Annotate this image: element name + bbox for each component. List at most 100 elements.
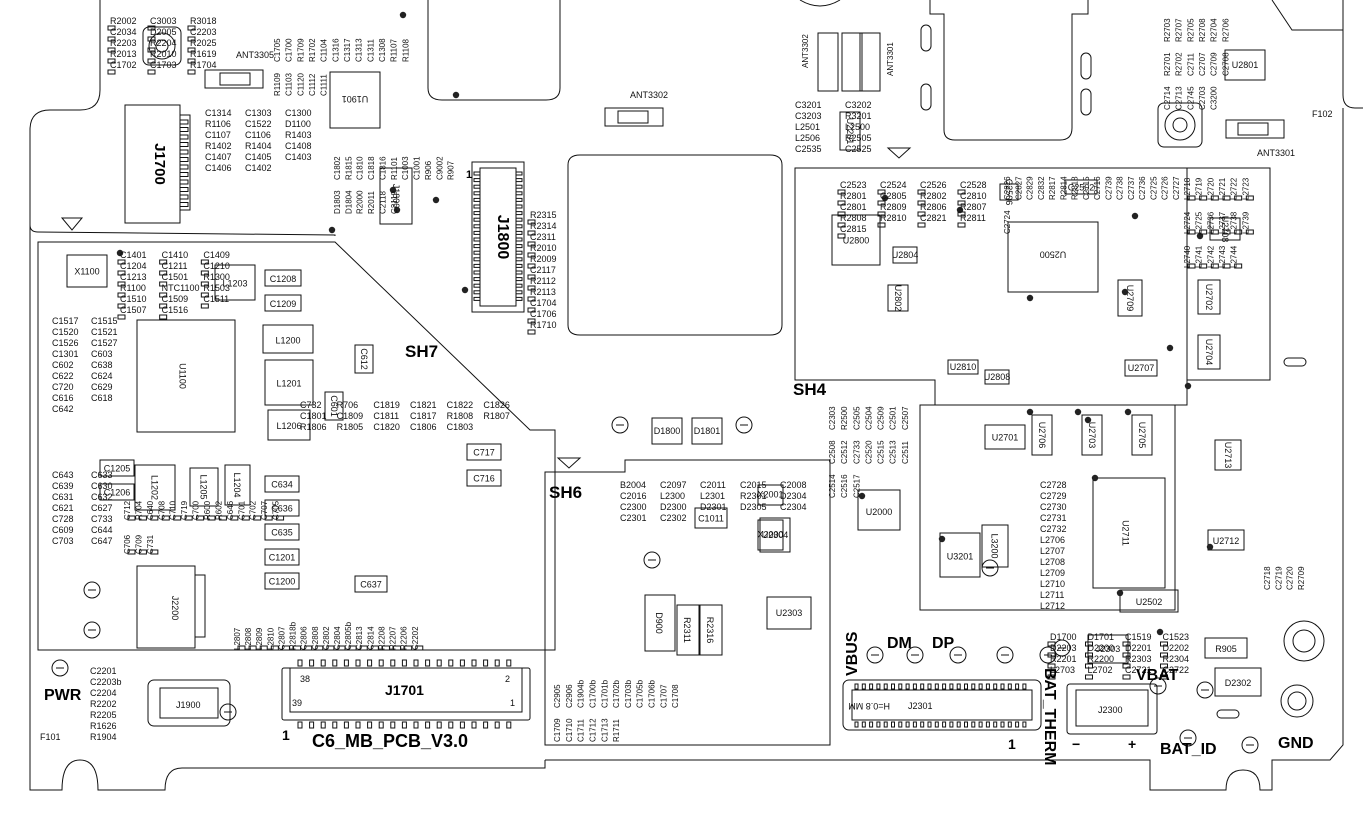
component-ref-label: R1805: [337, 422, 364, 432]
component-ref-label: C708: [157, 500, 166, 520]
component-ref-label: C2804: [333, 626, 342, 650]
component-ref-label: C1301: [52, 349, 79, 359]
component-ref-label: R2704: [1210, 18, 1219, 42]
pad-label-bat-id: BAT_ID: [1160, 741, 1217, 758]
component-ref-label: L2810: [266, 627, 275, 650]
component-ref-label: C709: [134, 534, 143, 554]
component-ref-label: L2709: [1040, 568, 1065, 578]
component-ref-label: C2722: [1163, 665, 1190, 675]
component-ref-label: C1308: [378, 38, 387, 62]
part-u2304: U2304: [759, 517, 791, 553]
component-ref-label: C2739: [1104, 176, 1113, 200]
component-ref-label: C1820: [373, 422, 400, 432]
component-ref-label: R2010: [150, 49, 177, 59]
component-ref-label: L2506: [795, 133, 820, 143]
svg-text:D1800: D1800: [654, 426, 681, 436]
part-u2707: U2707: [1124, 359, 1158, 377]
component-ref-label: C2711: [1186, 52, 1195, 76]
component-ref-label: C2829: [1026, 176, 1035, 200]
component-ref-label: C701: [237, 500, 246, 520]
component-ref-label: C1311: [366, 38, 375, 62]
component-ref-label: C728: [52, 514, 74, 524]
component-ref-label: D2202: [1163, 643, 1190, 653]
component-ref-label: C2728: [1040, 480, 1067, 490]
j2301-label: J2301: [908, 701, 933, 711]
component-ref-label: L2809: [255, 627, 264, 650]
component-ref-label: L2300: [660, 491, 685, 501]
component-ref-label: C1904b: [577, 679, 586, 708]
svg-text:U2706: U2706: [1037, 422, 1047, 449]
test-point: [51, 659, 69, 677]
test-point: [1196, 681, 1214, 699]
component-ref-label: R2807: [960, 202, 987, 212]
component-ref-label: C2505: [852, 406, 861, 430]
pin1-dot: [938, 535, 946, 543]
part-u3201: U3201: [939, 532, 981, 578]
component-ref-label: C2016: [620, 491, 647, 501]
component-ref-label: C720: [52, 382, 74, 392]
test-point: [83, 621, 101, 639]
component-ref-label: B2004: [620, 480, 646, 490]
fuse-label-f101: F101: [40, 732, 61, 742]
component-ref-label: C1509: [162, 294, 189, 304]
component-ref-label: R1404: [245, 141, 272, 151]
component-ref-label: C1106: [245, 130, 271, 140]
component-ref-label: C1316: [331, 38, 340, 62]
component-ref-label: L2500: [845, 122, 870, 132]
part-c636: C636: [264, 499, 300, 517]
test-point: [949, 646, 967, 664]
component-ref-label: C2709: [1210, 52, 1219, 76]
component-ref-label: C705: [272, 500, 281, 520]
board-outline: [29, 0, 1363, 791]
component-ref-label: C2526: [920, 180, 947, 190]
component-ref-label: C1523: [1163, 632, 1190, 642]
component-ref-label: C2097: [660, 480, 687, 490]
component-ref-label: C603: [91, 349, 113, 359]
component-ref-label: R1711: [612, 718, 621, 742]
component-ref-label: C2802: [322, 626, 331, 650]
part-j1800s: J1800: [379, 167, 413, 225]
component-ref-label: C9002: [435, 156, 444, 180]
component-ref-label: L2807: [233, 627, 242, 650]
component-ref-label: R1402: [205, 141, 232, 151]
component-ref-label: C1516: [162, 305, 189, 315]
component-ref-label: C621: [52, 503, 74, 513]
pad-label-vbat: VBAT: [1136, 667, 1179, 684]
shield-label-sh6: SH7: [405, 342, 438, 361]
component-ref-label: R2709: [1297, 566, 1306, 590]
component-ref-label: C2509: [877, 406, 886, 430]
component-ref-label: C1314: [205, 108, 232, 118]
component-ref-label: R2505: [845, 133, 872, 143]
component-ref-label: R2818: [1071, 176, 1080, 200]
component-ref-label: R1503: [203, 283, 230, 293]
component-ref-label: C1204: [120, 261, 147, 271]
component-ref-label: C1822: [447, 400, 474, 410]
battery-minus: −: [1072, 736, 1080, 752]
component-ref-label: C1107: [205, 130, 231, 140]
svg-text:D900: D900: [654, 612, 664, 634]
component-ref-label: L2743: [1218, 245, 1227, 268]
pin1-dot: [116, 249, 124, 257]
component-ref-label: C1317: [343, 38, 352, 62]
rf-connector-4: [1280, 684, 1314, 718]
part-x2001: X2001: [757, 484, 784, 506]
test-point: [611, 416, 629, 434]
rf-connector-3: [1283, 620, 1325, 662]
component-ref-label: C647: [91, 536, 113, 546]
component-ref-label: C1403: [285, 152, 312, 162]
component-ref-label: C2716: [1093, 176, 1102, 200]
component-ref-label: R2112: [530, 276, 556, 286]
component-ref-label: C2724: [1003, 210, 1012, 234]
svg-text:U2304: U2304: [762, 530, 789, 540]
part-u2708: U2708: [1209, 216, 1241, 242]
j1800-pin1: 1: [466, 169, 472, 181]
part-d1800: D1800: [651, 417, 683, 445]
component-ref-label: C706: [123, 534, 132, 554]
test-point: [735, 416, 753, 434]
component-ref-label: C633: [91, 470, 113, 480]
component-ref-label: R907: [447, 160, 456, 180]
svg-text:U3201: U3201: [947, 552, 974, 562]
svg-text:R2316: R2316: [705, 617, 715, 644]
part-d900: D900: [644, 594, 676, 652]
svg-text:U2705: U2705: [1137, 422, 1147, 449]
